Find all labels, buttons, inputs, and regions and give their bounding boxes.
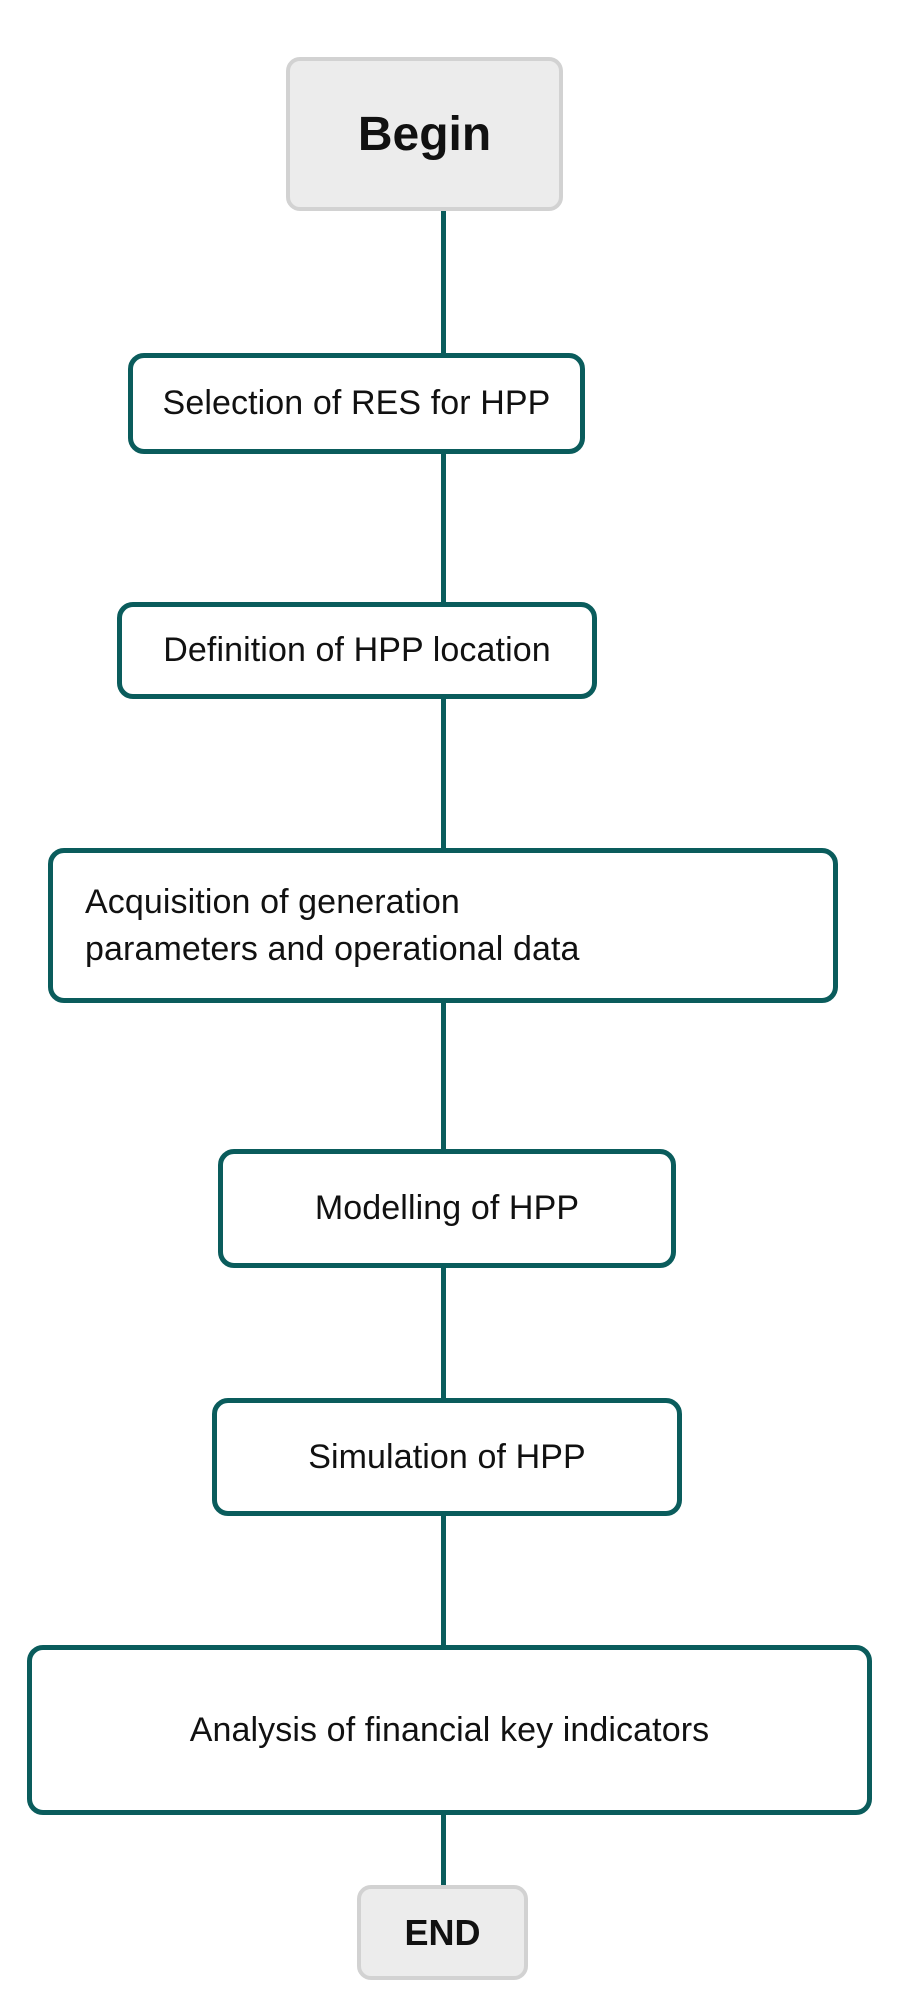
connector-simulation-to-analysis — [441, 1512, 446, 1649]
node-analysis-label: Analysis of financial key indicators — [189, 1710, 710, 1749]
node-modelling-label: Modelling of HPP — [314, 1189, 580, 1228]
node-end-label: END — [404, 1911, 481, 1953]
node-simulation-of-hpp: Simulation of HPP — [212, 1398, 682, 1516]
node-begin-label: Begin — [357, 107, 492, 161]
node-selection-of-res-for-hpp: Selection of RES for HPP — [128, 353, 585, 454]
connector-definition-to-acquisition — [441, 695, 446, 852]
node-end: END — [357, 1885, 528, 1980]
node-definition-of-hpp-location: Definition of HPP location — [117, 602, 597, 699]
connector-begin-to-selection — [441, 208, 446, 358]
node-selection-label: Selection of RES for HPP — [162, 384, 551, 423]
node-simulation-label: Simulation of HPP — [308, 1437, 586, 1476]
connector-acquisition-to-modelling — [441, 999, 446, 1153]
node-modelling-of-hpp: Modelling of HPP — [218, 1149, 676, 1268]
node-acquisition-label: Acquisition of generation parameters and… — [85, 883, 580, 968]
node-definition-label: Definition of HPP location — [163, 631, 551, 670]
connector-selection-to-definition — [441, 450, 446, 606]
node-analysis-of-financial-key-indicators: Analysis of financial key indicators — [27, 1645, 872, 1815]
connector-analysis-to-end — [441, 1811, 446, 1889]
node-begin: Begin — [286, 57, 563, 211]
node-acquisition-of-generation-parameters: Acquisition of generation parameters and… — [48, 848, 838, 1003]
connector-modelling-to-simulation — [441, 1264, 446, 1402]
